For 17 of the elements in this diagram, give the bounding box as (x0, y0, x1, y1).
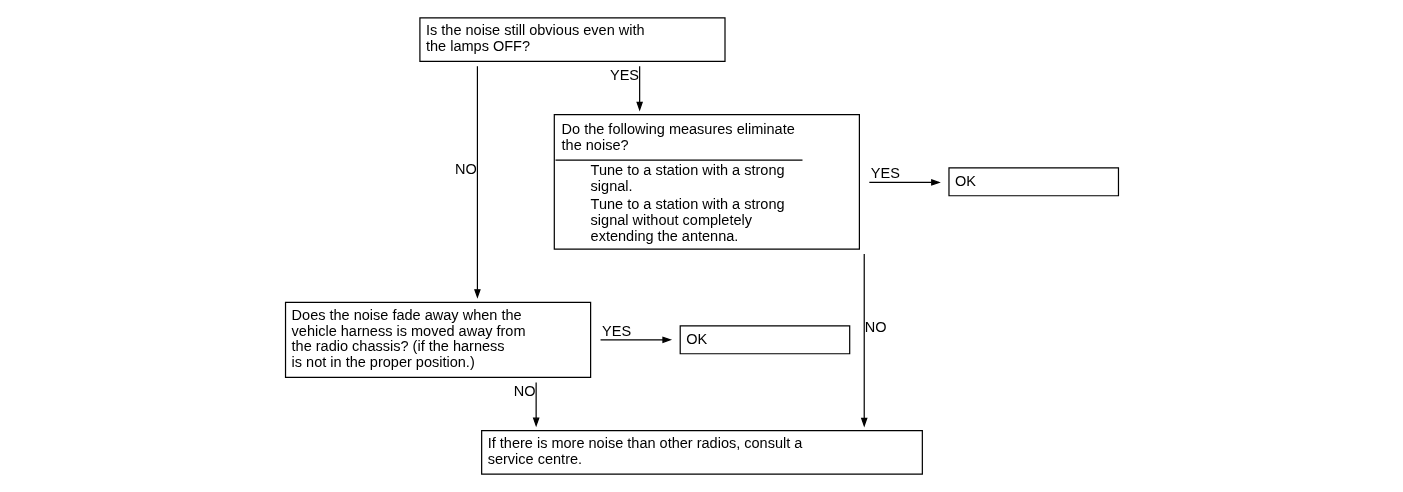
edge-label: NO (864, 319, 887, 336)
edge-label: YES (601, 322, 631, 339)
node-box: Does the noise fade away when the vehicle harness is moved away from the radio chassis? (if the harness is not in the proper position.) (284, 301, 591, 378)
node-box: If there is more noise than other radios, consult a service centre. (480, 430, 923, 475)
node-box: OK (947, 167, 1119, 197)
node-box: Is the noise still obvious even with the lamps OFF? (418, 17, 726, 62)
arrow (868, 179, 941, 186)
arrow (635, 65, 643, 112)
edge-label: YES (609, 67, 639, 84)
node-box: OK (679, 325, 850, 355)
arrow (473, 65, 481, 299)
arrow (860, 253, 868, 428)
edge-label: YES (870, 165, 900, 182)
edge-label: NO (454, 160, 477, 177)
arrow (532, 381, 540, 428)
edge-label: NO (513, 383, 536, 400)
arrow (599, 336, 672, 344)
